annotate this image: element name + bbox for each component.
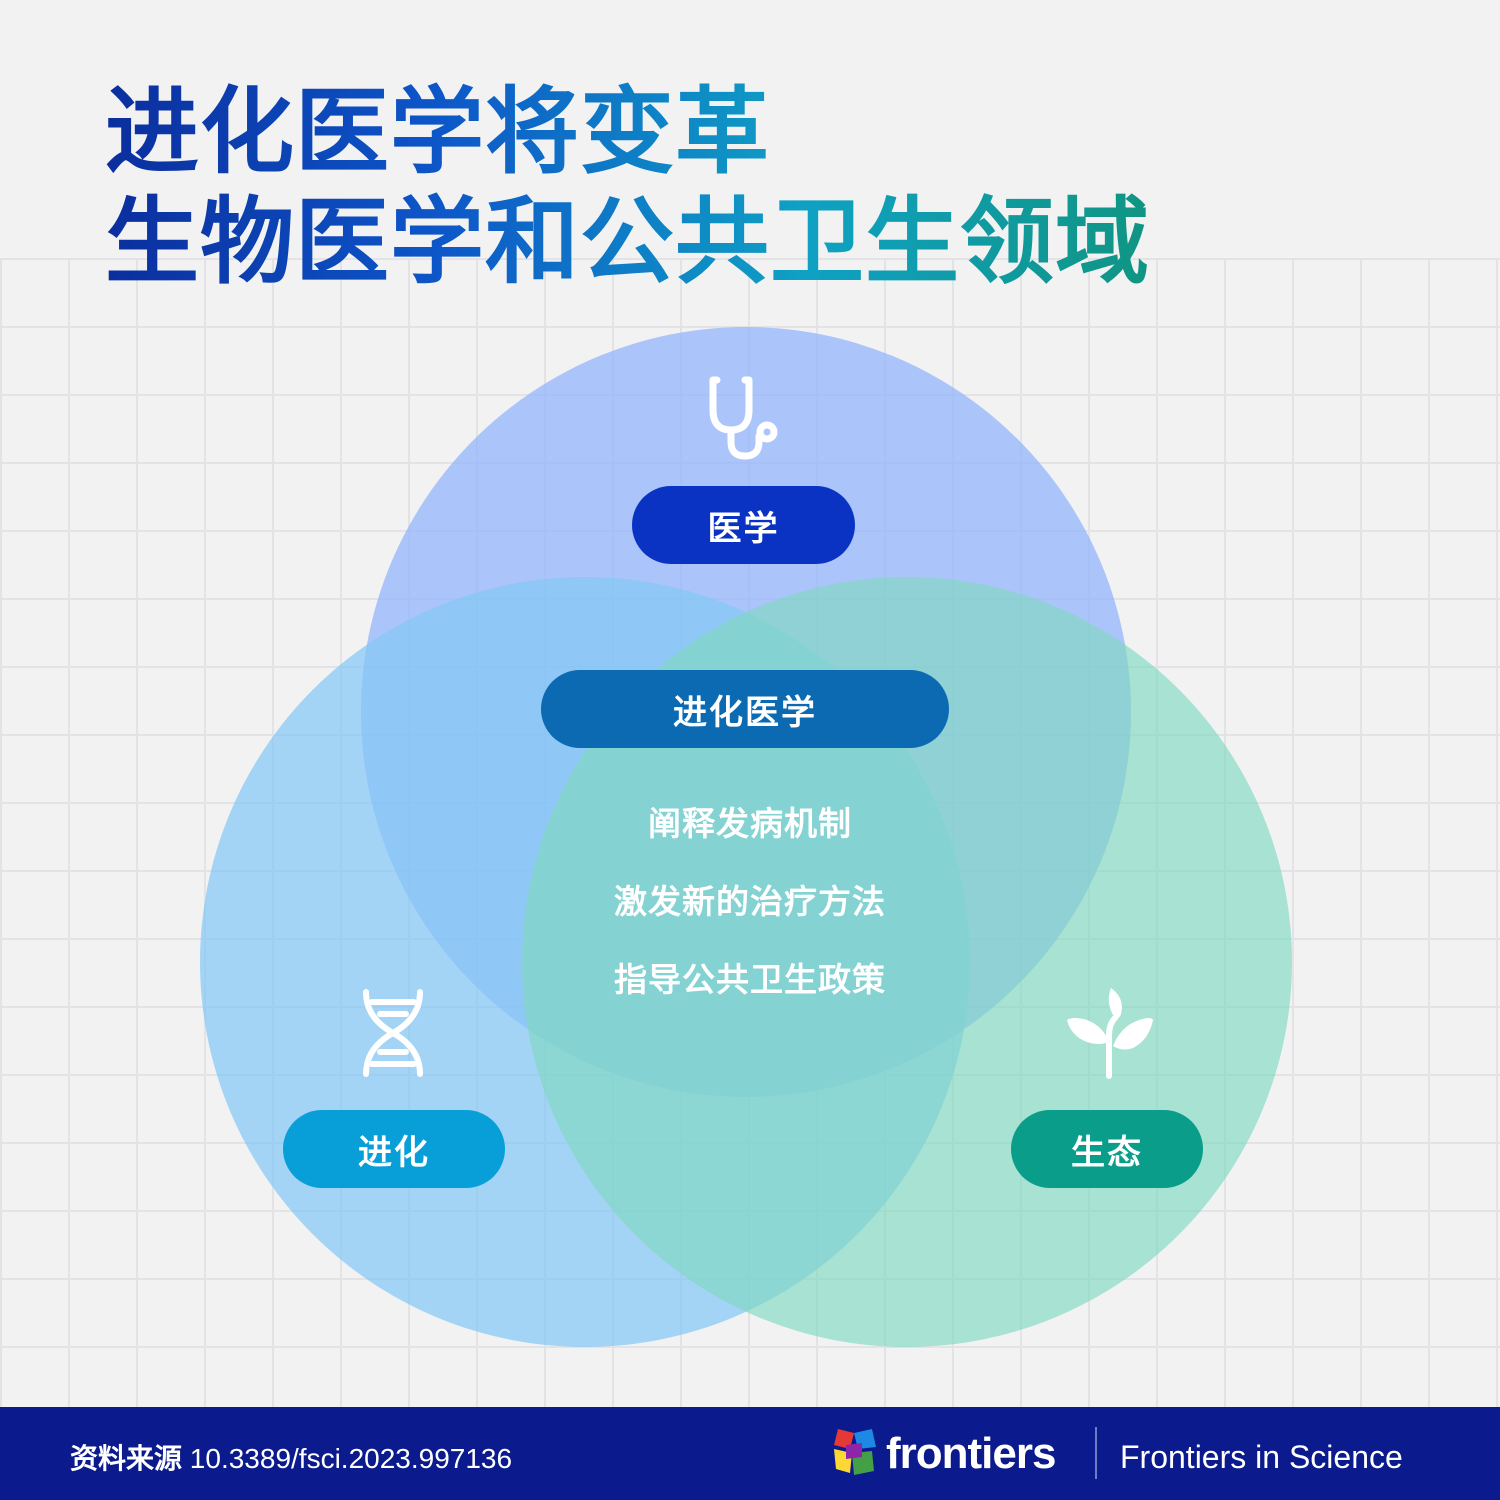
sprout-icon	[1067, 988, 1153, 1079]
label-evolutionary-medicine: 进化医学	[541, 670, 949, 748]
benefit-item-2: 激发新的治疗方法	[614, 882, 886, 921]
dna-icon	[363, 989, 423, 1077]
source-label: 资料来源	[70, 1442, 183, 1475]
journal-name: Frontiers in Science	[1120, 1439, 1403, 1475]
title-line-1: 进化医学将变革	[105, 78, 1150, 188]
frontiers-brand: frontiers	[886, 1429, 1056, 1478]
label-medicine: 医学	[632, 486, 855, 564]
footer-divider	[1095, 1427, 1097, 1479]
label-ecology: 生态	[1011, 1110, 1203, 1188]
label-evolution: 进化	[283, 1110, 505, 1188]
benefit-item-1: 阐释发病机制	[648, 804, 852, 843]
benefit-item-3: 指导公共卫生政策	[614, 960, 886, 999]
frontiers-logo-icon	[834, 1429, 876, 1475]
page-title: 进化医学将变革 生物医学和公共卫生领域	[105, 78, 1150, 298]
footer-bar: 资料来源 10.3389/fsci.2023.997136 frontiers …	[0, 1407, 1500, 1500]
source-citation: 资料来源 10.3389/fsci.2023.997136	[70, 1437, 512, 1477]
source-doi: 10.3389/fsci.2023.997136	[189, 1443, 513, 1474]
stethoscope-icon	[709, 376, 778, 460]
title-line-2: 生物医学和公共卫生领域	[105, 188, 1151, 297]
